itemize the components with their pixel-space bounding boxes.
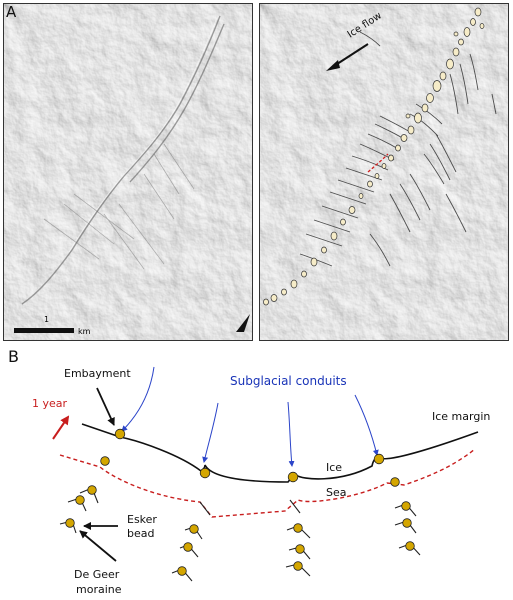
esker-label: Esker: [127, 513, 157, 526]
hillshade-image-right: Ice flow: [260, 4, 508, 340]
schematic-diagram: Embayment Subglacial conduits 1 year Ice…: [32, 366, 490, 596]
embayment-label: Embayment: [64, 367, 131, 380]
moraine-label: moraine: [76, 583, 122, 596]
panel-a-label: A: [6, 3, 17, 21]
scale-value: 1: [44, 315, 50, 324]
panel-b-label: B: [8, 347, 19, 366]
older-beads: [65, 485, 415, 576]
ice-margin-line: [81, 423, 479, 483]
one-year-margin-line: [59, 448, 476, 518]
hillshade-panel-left: [3, 3, 253, 341]
bead-label: bead: [127, 527, 154, 540]
one-year-label: 1 year: [32, 397, 68, 410]
ice-flow-arrow-icon: [326, 43, 369, 71]
hillshade-image-left: [4, 4, 252, 340]
margin-beads: [100, 428, 400, 487]
sea-label: Sea: [326, 486, 347, 499]
pointer-arrows: [79, 387, 118, 562]
annual-margin-dashed-line: [367, 153, 389, 173]
scale-bar-right: [44, 328, 74, 333]
scale-bar-left: [14, 328, 44, 333]
subglacial-conduits-label: Subglacial conduits: [230, 374, 347, 388]
de-geer-label: De Geer: [74, 568, 120, 581]
ice-label: Ice: [326, 461, 342, 474]
scale-unit: km: [78, 327, 91, 336]
esker-ridge-trace: [21, 15, 225, 305]
ice-margin-label: Ice margin: [432, 410, 490, 423]
illumination-arrow-icon: [236, 314, 250, 332]
esker-beads-map: [263, 7, 485, 306]
subglacial-conduit-arrows: [121, 366, 379, 467]
hillshade-panel-right: Ice flow: [259, 3, 509, 341]
one-year-arrow: [52, 415, 70, 440]
